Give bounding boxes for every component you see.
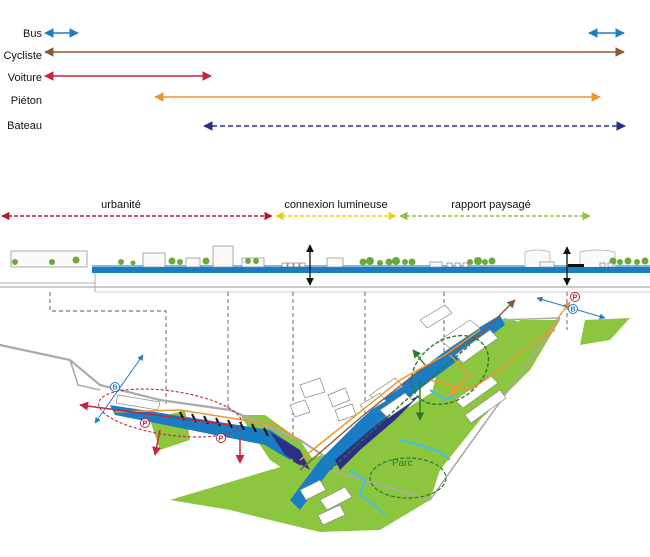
legend-row-voiture: Voiture [8, 71, 212, 84]
stream [399, 439, 451, 461]
building [241, 257, 265, 268]
parking-letter: P [219, 436, 224, 443]
building [142, 252, 166, 268]
road [499, 317, 561, 321]
legend-row-bus: Bus [23, 28, 625, 40]
parking-marker-1[interactable]: P [140, 418, 150, 428]
zones: urbanité connexion lumineuse rapport pay… [1, 199, 591, 221]
building [579, 249, 616, 267]
building [212, 245, 234, 268]
legend-label-bus: Bus [23, 28, 42, 40]
trees-section [12, 256, 649, 266]
car-arrow-south [152, 429, 162, 456]
canal [110, 405, 300, 460]
legend-row-cycliste: Cycliste [3, 47, 625, 62]
legend-label-voiture: Voiture [8, 72, 42, 84]
cycle-path [299, 299, 516, 471]
legend-label-pieton: Piéton [11, 95, 42, 107]
parc-label: Parc [392, 458, 413, 469]
boat-arrow [289, 449, 301, 466]
building [326, 257, 344, 268]
pedestrian-path [114, 409, 301, 441]
legend-label-cycliste: Cycliste [3, 50, 42, 62]
pedestrian-path [429, 329, 556, 391]
bus-marker-2[interactable]: B [568, 304, 578, 314]
plan-view: Parc P P P [0, 292, 630, 532]
parking-marker-3[interactable]: P [570, 292, 580, 302]
pedestrian-arrow [449, 354, 471, 396]
parking-marker-2[interactable]: P [216, 433, 226, 443]
building [429, 261, 443, 268]
bridge-deck [568, 264, 584, 267]
parking-letter: P [573, 295, 578, 302]
river-deep [335, 395, 420, 470]
green-area-north [425, 318, 520, 430]
building [185, 257, 201, 268]
boats-section [281, 262, 614, 268]
bus-letter: B [570, 307, 575, 314]
building [539, 261, 555, 268]
legend: Bus Cycliste Voiture Piéton Bateau [3, 28, 626, 132]
stream [349, 469, 386, 516]
river [290, 315, 505, 510]
green-arrow-up [412, 349, 426, 366]
zone-label-rapport: rapport paysagé [451, 199, 531, 211]
elevation-section [0, 244, 650, 293]
water-surface [92, 265, 650, 267]
green-path [329, 344, 471, 471]
legend-row-pieton: Piéton [11, 92, 601, 107]
parc-circle [369, 457, 447, 499]
water-section [92, 267, 650, 273]
zone-label-connexion: connexion lumineuse [284, 199, 387, 211]
zone-label-urbanite: urbanité [101, 199, 141, 211]
car-circle [98, 388, 242, 438]
road [69, 359, 101, 391]
bus-marker-1[interactable]: B [110, 382, 120, 392]
bus-letter: B [112, 385, 117, 392]
building [10, 250, 88, 268]
pedestrian-path [299, 329, 481, 461]
green-area-east [580, 318, 630, 345]
green-circle-north [410, 334, 490, 406]
stream [429, 389, 456, 402]
legend-label-bateau: Bateau [7, 120, 42, 132]
legend-row-bateau: Bateau [7, 120, 626, 132]
parking-letter: P [143, 421, 148, 428]
green-area-main [170, 320, 560, 532]
